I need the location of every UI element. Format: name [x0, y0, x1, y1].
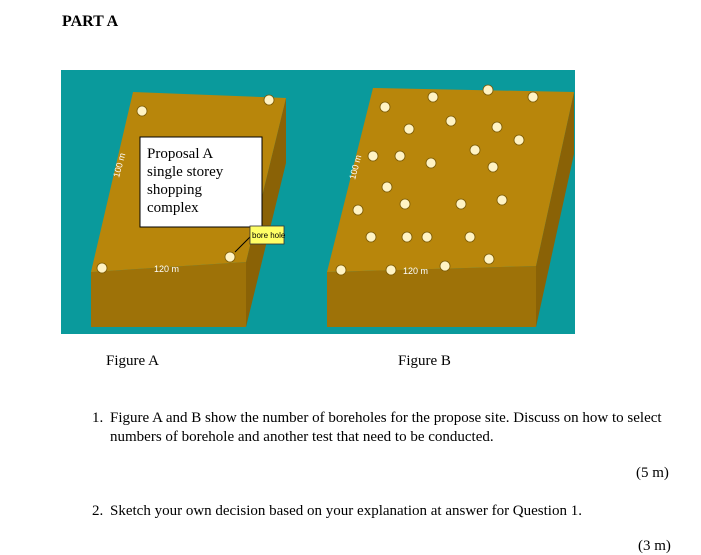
borehole-marker: [527, 91, 539, 103]
borehole-marker: [365, 231, 377, 243]
proposal-line: Proposal A: [147, 146, 213, 162]
borehole-marker: [464, 231, 476, 243]
borehole-marker: [401, 231, 413, 243]
borehole-marker: [335, 264, 347, 276]
borehole-marker: [367, 150, 379, 162]
borehole-marker: [513, 134, 525, 146]
block-b-top-face: [327, 88, 574, 272]
question-1-marks: (5 m): [636, 465, 669, 481]
borehole-marker: [379, 101, 391, 113]
borehole-marker: [394, 150, 406, 162]
borehole-marker: [496, 194, 508, 206]
borehole-marker: [352, 204, 364, 216]
part-title: PART A: [62, 13, 119, 30]
borehole-marker: [469, 144, 481, 156]
block-b: 100 m 120 m: [327, 84, 574, 327]
proposal-box: [139, 136, 263, 228]
block-b-side-face: [536, 92, 574, 327]
question-1-text: Figure A and B show the number of boreho…: [110, 410, 662, 445]
block-b-length-label: 120 m: [403, 266, 428, 276]
borehole-marker: [487, 161, 499, 173]
borehole-marker: [427, 91, 439, 103]
block-a-side-face: [246, 98, 286, 327]
borehole-marker: [224, 251, 236, 263]
block-a: 100 m 120 m Proposal A single storey sho…: [91, 92, 286, 327]
figure-a-caption: Figure A: [106, 353, 159, 369]
block-b-boreholes: [335, 84, 539, 276]
borehole-marker: [399, 198, 411, 210]
borehole-marker: [385, 264, 397, 276]
block-a-boreholes: [96, 94, 275, 274]
block-a-front-face: [91, 262, 246, 327]
figure-illustration: 100 m 120 m Proposal A single storey sho…: [61, 70, 575, 334]
borehole-marker: [483, 253, 495, 265]
question-1-number: 1.: [92, 410, 104, 426]
borehole-marker: [491, 121, 503, 133]
block-b-front-face: [327, 266, 536, 327]
borehole-marker: [445, 115, 457, 127]
question-2-marks: (3 m): [638, 538, 671, 554]
proposal-line: single storey: [147, 164, 224, 180]
borehole-label-box: [249, 225, 285, 245]
borehole-marker: [425, 157, 437, 169]
figure-panel: 100 m 120 m Proposal A single storey sho…: [61, 70, 575, 334]
borehole-marker: [263, 94, 275, 106]
borehole-label: bore hole: [252, 231, 286, 240]
proposal-line: complex: [147, 200, 199, 216]
borehole-marker: [439, 260, 451, 272]
borehole-marker: [482, 84, 494, 96]
borehole-marker: [421, 231, 433, 243]
borehole-marker: [381, 181, 393, 193]
question-2-text: Sketch your own decision based on your e…: [110, 503, 582, 519]
borehole-label-leader: [234, 235, 252, 253]
figure-b-caption: Figure B: [398, 353, 451, 369]
borehole-marker: [96, 262, 108, 274]
block-a-length-label: 120 m: [154, 264, 179, 274]
proposal-line: shopping: [147, 182, 203, 198]
borehole-marker: [403, 123, 415, 135]
borehole-marker: [455, 198, 467, 210]
question-2-number: 2.: [92, 503, 104, 519]
borehole-marker: [136, 105, 148, 117]
